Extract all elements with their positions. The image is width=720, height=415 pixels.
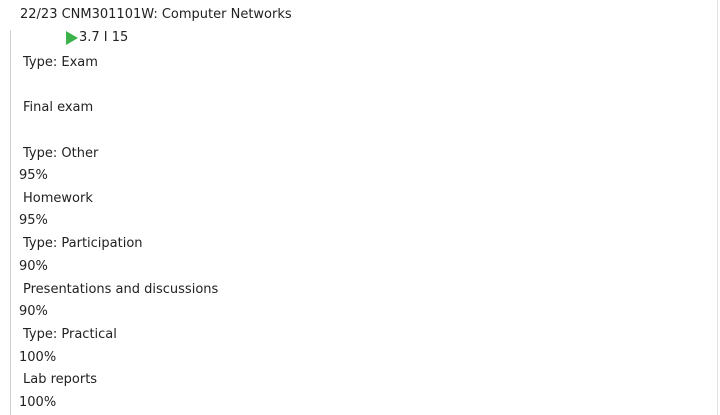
course-rating-text: 3.7 I 15 <box>79 30 129 45</box>
course-rating: 3.7 I 15 <box>66 29 128 46</box>
grading-item-lab-reports: Lab reports <box>23 372 98 387</box>
content-right-border <box>717 0 718 415</box>
content-left-border <box>10 30 11 415</box>
grading-item-presentations: Presentations and discussions <box>23 282 219 297</box>
grading-type-practical: Type: Practical <box>23 327 117 342</box>
grading-type-other-percent: 95% <box>19 168 48 183</box>
grading-type-exam: Type: Exam <box>23 55 98 70</box>
grading-item-homework: Homework <box>23 191 93 206</box>
grading-type-practical-percent: 100% <box>19 350 57 365</box>
grading-type-other: Type: Other <box>23 146 99 161</box>
grading-type-participation: Type: Participation <box>23 236 143 251</box>
grading-item-final-exam: Final exam <box>23 100 94 115</box>
grading-item-homework-percent: 95% <box>19 213 48 228</box>
grading-item-lab-reports-percent: 100% <box>19 395 57 410</box>
course-title: 22/23 CNM301101W: Computer Networks <box>20 7 292 22</box>
grading-item-presentations-percent: 90% <box>19 304 48 319</box>
grading-type-participation-percent: 90% <box>19 259 48 274</box>
play-icon[interactable] <box>66 30 78 45</box>
